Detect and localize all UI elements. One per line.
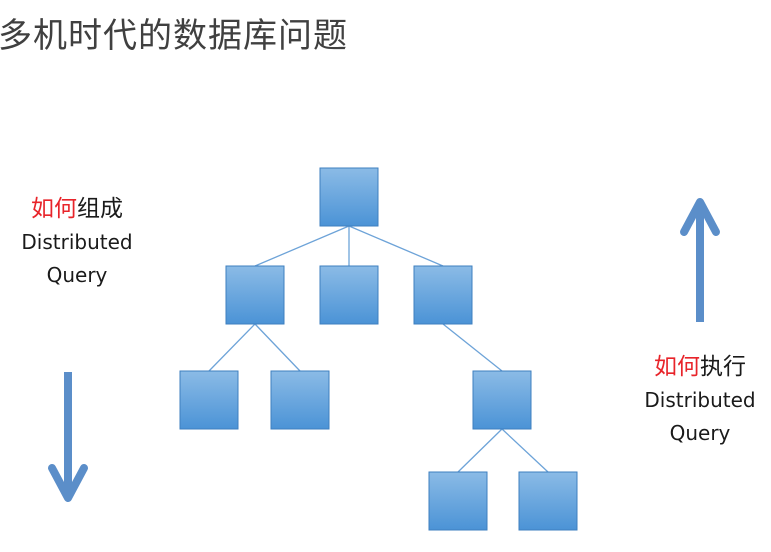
right-caption: 如何执行 Distributed Query xyxy=(630,351,770,450)
tree-edge xyxy=(348,225,444,267)
tree-node xyxy=(270,370,330,430)
tree-edge xyxy=(208,323,256,372)
tree-edge xyxy=(457,428,503,473)
right-caption-line2: Distributed xyxy=(644,388,756,412)
page-title: 多机时代的数据库问题 xyxy=(0,16,348,56)
left-caption: 如何组成 Distributed Query xyxy=(4,193,150,292)
tree-node xyxy=(225,265,285,325)
tree-edges xyxy=(208,225,549,473)
tree-edge xyxy=(442,323,503,372)
left-caption-rest: 组成 xyxy=(77,196,123,222)
tree-edge xyxy=(501,428,549,473)
tree-node xyxy=(472,370,532,430)
tree-node xyxy=(428,471,488,531)
right-caption-rest: 执行 xyxy=(700,354,746,380)
tree-node xyxy=(413,265,473,325)
up-arrow xyxy=(680,198,720,322)
tree-edge xyxy=(254,323,301,372)
left-caption-line2: Distributed xyxy=(21,230,133,254)
left-caption-heading: 如何组成 xyxy=(4,193,150,226)
flow-arrows xyxy=(48,198,720,502)
right-caption-accent: 如何 xyxy=(654,354,700,380)
tree-edge xyxy=(254,225,350,267)
left-caption-line3: Query xyxy=(46,263,108,287)
tree-node xyxy=(319,167,379,227)
right-caption-heading: 如何执行 xyxy=(630,351,770,384)
tree-node xyxy=(518,471,578,531)
right-caption-line3: Query xyxy=(669,421,731,445)
left-caption-accent: 如何 xyxy=(31,196,77,222)
tree-node xyxy=(179,370,239,430)
down-arrow xyxy=(48,372,88,502)
tree-nodes xyxy=(179,167,578,531)
tree-node xyxy=(319,265,379,325)
